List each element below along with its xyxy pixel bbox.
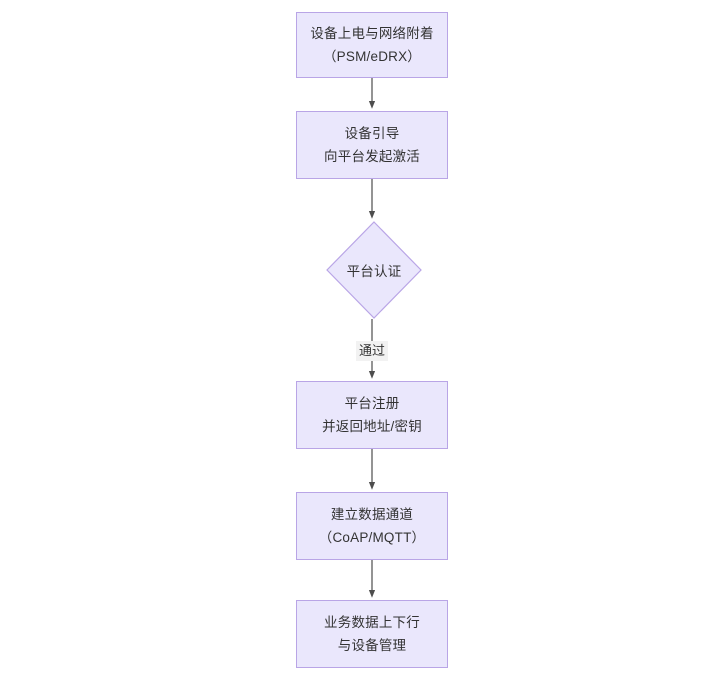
edge-label-pass: 通过 bbox=[356, 341, 389, 361]
node-label-line: 向平台发起激活 bbox=[324, 149, 420, 164]
node-establish-data-channel[interactable]: 建立数据通道 （CoAP/MQTT） bbox=[296, 492, 448, 560]
node-label-line: 设备引导 bbox=[344, 126, 400, 141]
node-device-power-on[interactable]: 设备上电与网络附着 （PSM/eDRX） bbox=[296, 12, 448, 78]
node-device-bootstrap[interactable]: 设备引导 向平台发起激活 bbox=[296, 111, 448, 179]
node-label-line: 业务数据上下行 bbox=[324, 615, 420, 630]
node-label-line: 建立数据通道 bbox=[330, 507, 414, 522]
node-platform-registration[interactable]: 平台注册 并返回地址/密钥 bbox=[296, 381, 448, 449]
node-label-line: （CoAP/MQTT） bbox=[318, 530, 426, 545]
node-label-line: 与设备管理 bbox=[337, 638, 407, 653]
node-label-line: 并返回地址/密钥 bbox=[322, 419, 422, 434]
node-platform-authentication[interactable]: 平台认证 bbox=[326, 221, 422, 319]
diamond-shape bbox=[326, 221, 422, 319]
node-label-line: （PSM/eDRX） bbox=[322, 49, 422, 64]
node-business-data-and-device-management[interactable]: 业务数据上下行 与设备管理 bbox=[296, 600, 448, 668]
node-label-line: 设备上电与网络附着 bbox=[310, 26, 434, 41]
node-label-line: 平台注册 bbox=[344, 396, 400, 411]
